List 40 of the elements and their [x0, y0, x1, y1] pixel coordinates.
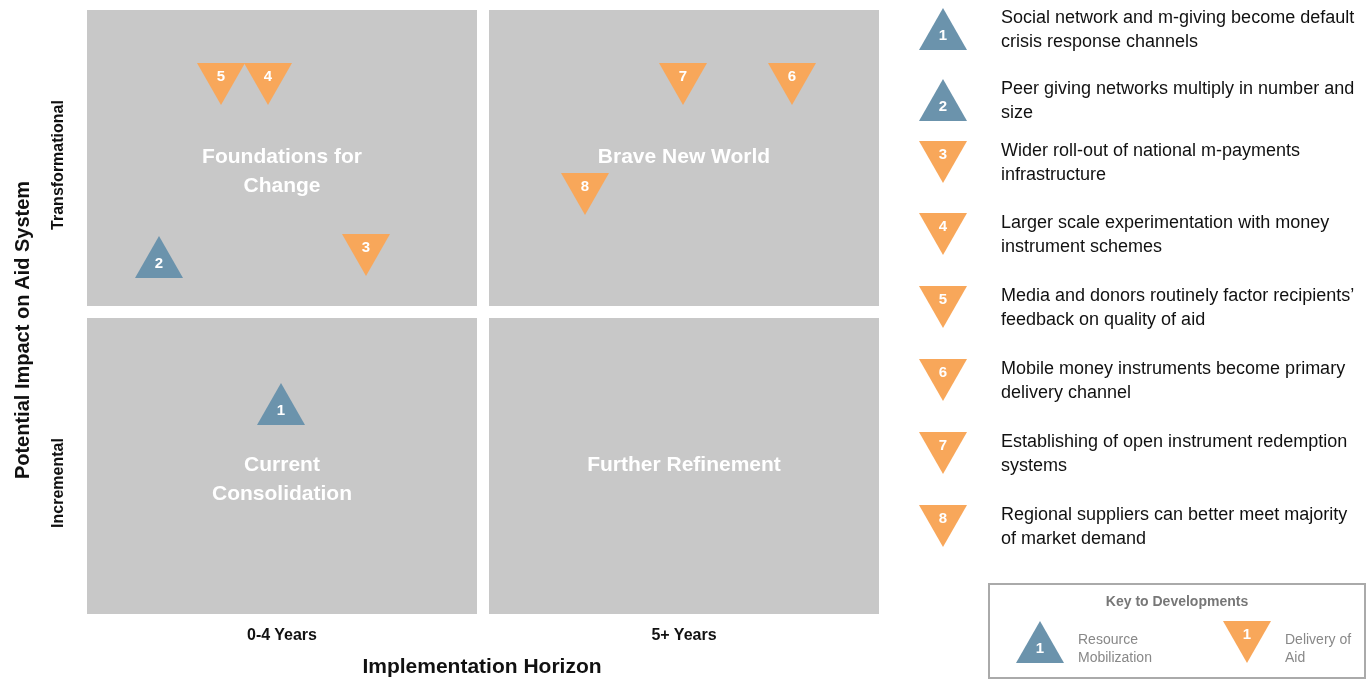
key-label: Resource Mobilization [1078, 630, 1153, 666]
marker-number: 2 [937, 98, 949, 114]
marker-number: 1 [1034, 640, 1046, 656]
key-label: Delivery of Aid [1285, 630, 1353, 666]
marker-number: 8 [579, 178, 591, 194]
marker-number: 5 [215, 68, 227, 84]
marker-number: 6 [786, 68, 798, 84]
marker-number: 1 [937, 27, 949, 43]
development-description: Media and donors routinely factor recipients’ feedback on quality of aid [1001, 284, 1355, 331]
development-description: Mobile money instruments become primary delivery channel [1001, 357, 1347, 404]
marker-number: 3 [360, 239, 372, 255]
quadrant-panel [87, 10, 477, 306]
marker-number: 4 [262, 68, 274, 84]
quadrant-panel [87, 318, 477, 614]
marker-number: 8 [937, 510, 949, 526]
marker-number: 1 [1241, 626, 1253, 642]
development-description: Social network and m-giving become default crisis response channels [1001, 6, 1356, 53]
key-title: Key to Developments [1104, 593, 1250, 609]
development-description: Larger scale experimentation with money instrument schemes [1001, 211, 1331, 258]
key-panel [988, 583, 1366, 679]
marker-number: 3 [937, 146, 949, 162]
marker-number: 4 [937, 218, 949, 234]
quadrant-panel [489, 318, 879, 614]
marker-number: 7 [937, 437, 949, 453]
column-label: 5+ Years [651, 626, 717, 644]
marker-number: 2 [153, 255, 165, 271]
marker-number: 5 [937, 291, 949, 307]
development-description: Peer giving networks multiply in number and size [1001, 77, 1356, 124]
column-label: 0-4 Years [247, 626, 317, 644]
axis-title: Implementation Horizon [362, 654, 602, 678]
axis-title: Potential Impact on Aid System [10, 180, 34, 480]
marker-number: 6 [937, 364, 949, 380]
row-label: Transformational [49, 100, 67, 230]
marker-number: 7 [677, 68, 689, 84]
quadrant-panel [489, 10, 879, 306]
development-description: Establishing of open instrument redemption systems [1001, 430, 1349, 477]
marker-number: 1 [275, 402, 287, 418]
development-description: Wider roll-out of national m-payments infrastructure [1001, 139, 1302, 186]
development-description: Regional suppliers can better meet majority of market demand [1001, 503, 1349, 550]
row-label: Incremental [49, 438, 67, 528]
